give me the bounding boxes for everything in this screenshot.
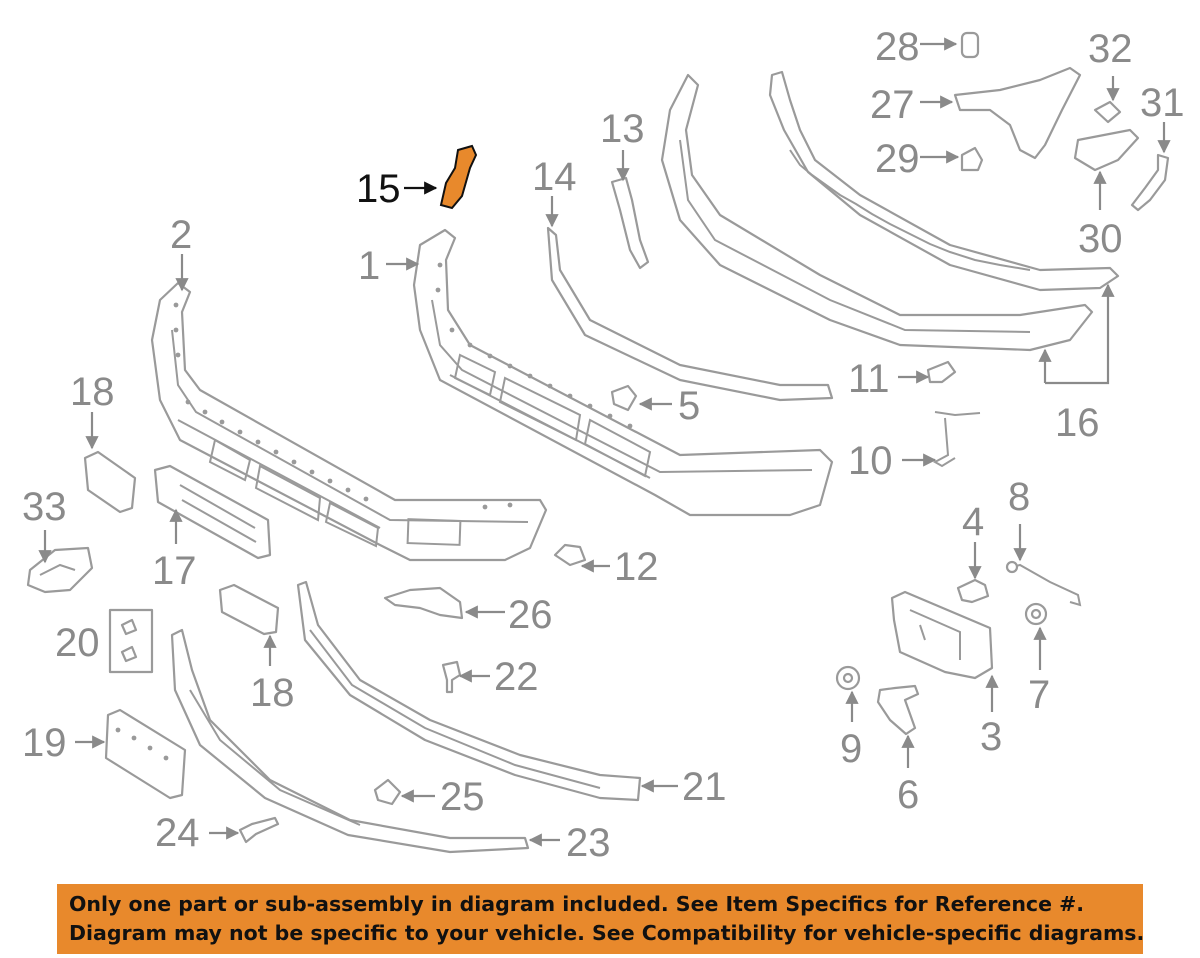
callout-22: 22 xyxy=(494,655,539,699)
part-5-clip xyxy=(610,384,638,412)
disclaimer-line-1: Only one part or sub-assembly in diagram… xyxy=(69,892,1085,916)
callout-16: 16 xyxy=(1055,401,1100,445)
part-7-washer xyxy=(1024,602,1048,626)
callout-3: 3 xyxy=(980,715,1002,759)
callout-10: 10 xyxy=(848,439,893,483)
part-1-bumper-cover xyxy=(412,228,834,517)
part-24-bolt xyxy=(238,816,280,844)
part-28-clip xyxy=(960,31,980,59)
callout-5: 5 xyxy=(678,384,700,428)
callout-14: 14 xyxy=(532,155,577,199)
callout-19: 19 xyxy=(22,721,67,765)
callout-23: 23 xyxy=(566,821,611,865)
callout-26: 26 xyxy=(508,593,553,637)
parts-diagram: 1 2 3 4 5 6 7 8 9 10 11 12 13 14 15 16 1… xyxy=(22,25,1185,865)
callout-25: 25 xyxy=(440,775,485,819)
disclaimer-banner: Only one part or sub-assembly in diagram… xyxy=(57,884,1145,954)
part-15-highlighted xyxy=(439,144,478,210)
disclaimer-line-2: Diagram may not be specific to your vehi… xyxy=(69,921,1145,945)
part-23-lower-valance xyxy=(170,628,530,854)
callout-33: 33 xyxy=(22,485,67,529)
part-3-mount-bracket xyxy=(890,590,994,680)
leader-lines xyxy=(38,37,1171,847)
callout-18-upper: 18 xyxy=(70,370,115,414)
callout-1: 1 xyxy=(358,244,380,288)
callout-7: 7 xyxy=(1028,673,1050,717)
part-14-trim-strip xyxy=(546,226,834,402)
callout-27: 27 xyxy=(870,83,915,127)
part-12-plug xyxy=(553,543,587,567)
callout-13: 13 xyxy=(600,107,645,151)
part-18-reflector-lower xyxy=(218,583,280,636)
part-27-bracket xyxy=(953,66,1082,160)
callout-31: 31 xyxy=(1140,81,1185,125)
callout-28: 28 xyxy=(875,25,920,69)
part-32-bolt xyxy=(1093,100,1122,124)
callouts: 1 2 3 4 5 6 7 8 9 10 11 12 13 14 15 16 1… xyxy=(22,25,1185,865)
part-11-bolt xyxy=(926,360,957,384)
callout-15: 15 xyxy=(356,167,401,211)
callout-12: 12 xyxy=(614,545,659,589)
callout-2: 2 xyxy=(170,213,192,257)
callout-11: 11 xyxy=(848,357,890,401)
part-21-lower-grille xyxy=(296,580,642,802)
part-8-rod xyxy=(1005,560,1082,607)
part-29-clip xyxy=(960,146,984,172)
upper-grille-strip xyxy=(768,70,1120,292)
part-31-molding xyxy=(1130,153,1170,212)
part-25-clip xyxy=(373,778,402,806)
callout-6: 6 xyxy=(897,773,919,817)
part-22-screw xyxy=(441,660,462,694)
callout-4: 4 xyxy=(962,500,984,544)
part-2-front-bumper xyxy=(150,281,548,562)
callout-8: 8 xyxy=(1008,475,1030,519)
part-17-grille-insert xyxy=(153,464,272,560)
callout-30: 30 xyxy=(1078,217,1123,261)
part-10-bracket xyxy=(932,411,981,468)
part-30-bracket xyxy=(1073,128,1140,172)
callout-17: 17 xyxy=(152,549,197,593)
part-9-nut xyxy=(835,665,861,691)
part-4-bolt xyxy=(956,578,990,604)
part-13-bracket xyxy=(610,176,650,270)
part-33-tow-hook xyxy=(26,546,94,594)
callout-24: 24 xyxy=(155,811,200,855)
callout-21: 21 xyxy=(682,765,727,809)
callout-29: 29 xyxy=(875,137,920,181)
part-6-bracket xyxy=(876,684,920,736)
callout-32: 32 xyxy=(1088,27,1133,71)
callout-9: 9 xyxy=(840,727,862,771)
part-19-license-bracket xyxy=(104,708,187,800)
part-18-reflector-upper xyxy=(83,450,137,514)
part-16-upper-valance xyxy=(660,73,1094,352)
part-20-bolts xyxy=(108,608,154,674)
callout-18-lower: 18 xyxy=(250,671,295,715)
callout-20: 20 xyxy=(55,621,100,665)
part-26-bracket xyxy=(383,586,464,620)
